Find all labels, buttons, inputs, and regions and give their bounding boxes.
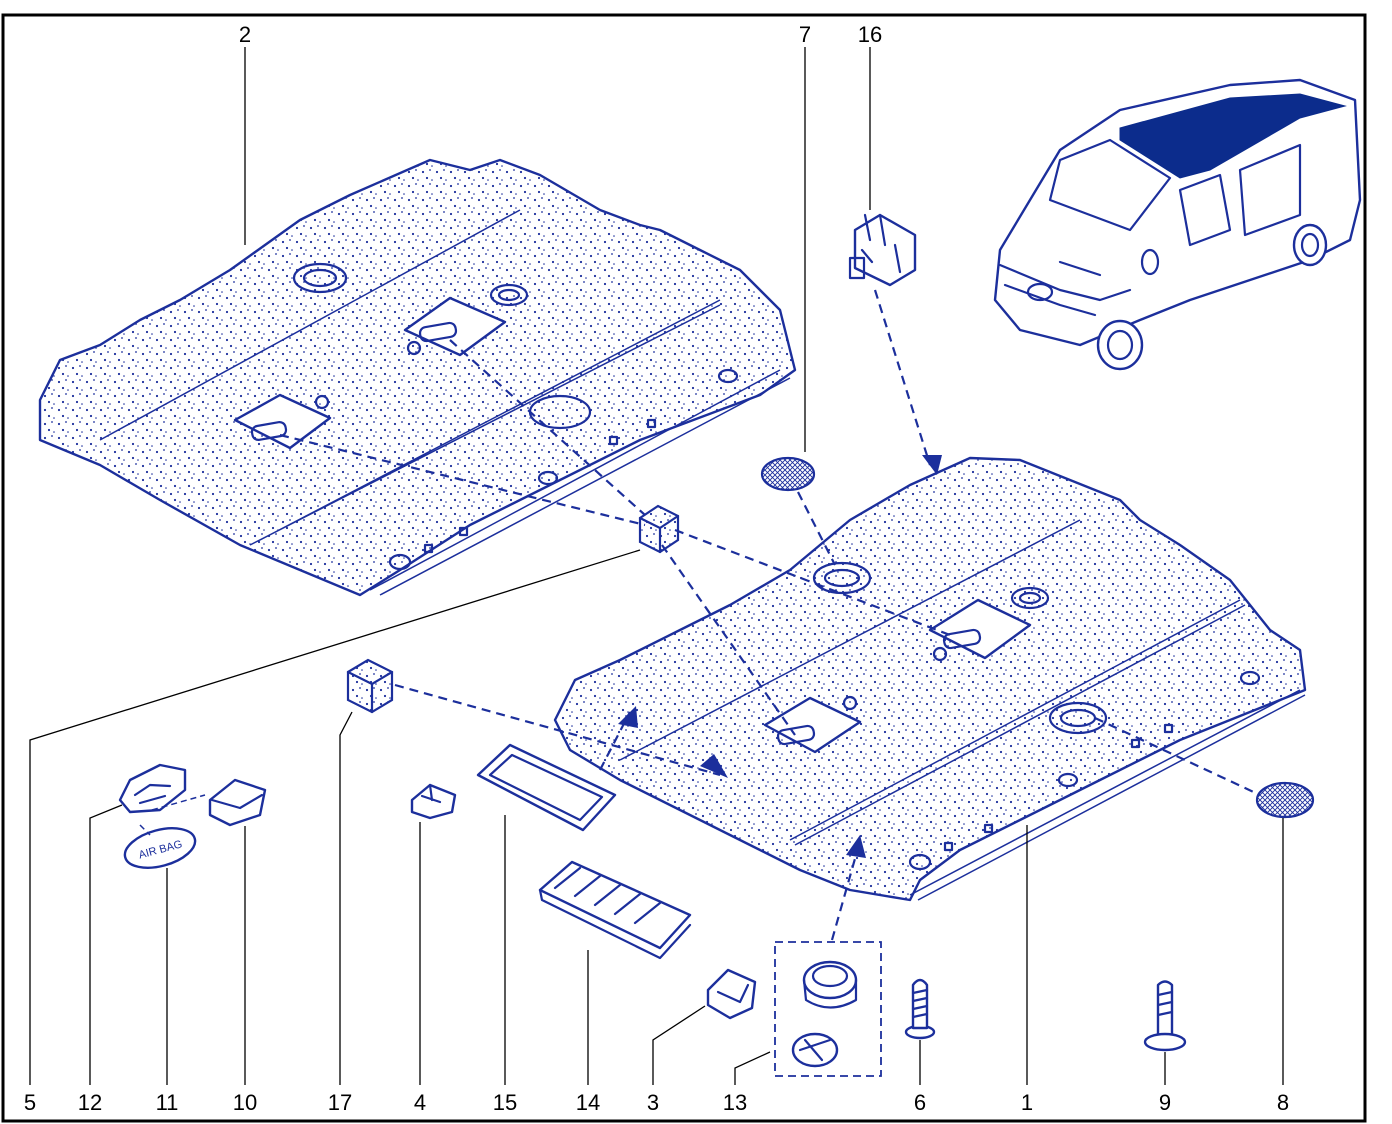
- callout-17: 17: [328, 1090, 352, 1115]
- headliner-panel-lower: [553, 456, 1307, 902]
- callout-6: 6: [914, 1090, 926, 1115]
- part-14-vent: [538, 860, 692, 960]
- part-6-screw: [904, 978, 936, 1040]
- callout-4: 4: [414, 1090, 426, 1115]
- callout-13: 13: [723, 1090, 747, 1115]
- callout-1: 1: [1021, 1090, 1033, 1115]
- part-15-lens-frame: [476, 743, 617, 832]
- part-13-ring-set: [774, 941, 882, 1077]
- callout-3: 3: [647, 1090, 659, 1115]
- assembly-lines: [279, 289, 1261, 941]
- part-16-clip: [848, 213, 917, 287]
- roof-panel-highlight: [1119, 93, 1347, 179]
- callout-8: 8: [1277, 1090, 1289, 1115]
- part-10-cap: [208, 778, 267, 827]
- callout-16: 16: [858, 22, 882, 47]
- callout-14: 14: [576, 1090, 600, 1115]
- part-5-foam-block: [638, 504, 680, 554]
- part-8-grille: [1255, 781, 1315, 819]
- callout-labels: 2 7 16 5 12 11 10 17 4 15 14 3 13 6 1 9 …: [24, 22, 1289, 1115]
- part-17-foam-clip: [346, 658, 394, 714]
- callout-5: 5: [24, 1090, 36, 1115]
- callout-9: 9: [1159, 1090, 1171, 1115]
- callout-10: 10: [233, 1090, 257, 1115]
- callout-12: 12: [78, 1090, 102, 1115]
- part-12-cap-housing: [118, 763, 187, 814]
- part-7-grille: [760, 456, 816, 492]
- diagram-frame: [1, 13, 1367, 1123]
- part-9-bolt: [1143, 980, 1187, 1052]
- callout-11: 11: [156, 1090, 179, 1115]
- callout-7: 7: [799, 22, 811, 47]
- part-3-clip: [706, 968, 757, 1020]
- callout-2: 2: [239, 22, 251, 47]
- part-4-clip: [410, 783, 457, 820]
- leader-lines: [29, 47, 1284, 1085]
- part-11-airbag-cap: AIR BAG: [123, 827, 197, 869]
- van-illustration: [993, 78, 1362, 371]
- headliner-panel-upper: [38, 158, 797, 597]
- callout-15: 15: [493, 1090, 517, 1115]
